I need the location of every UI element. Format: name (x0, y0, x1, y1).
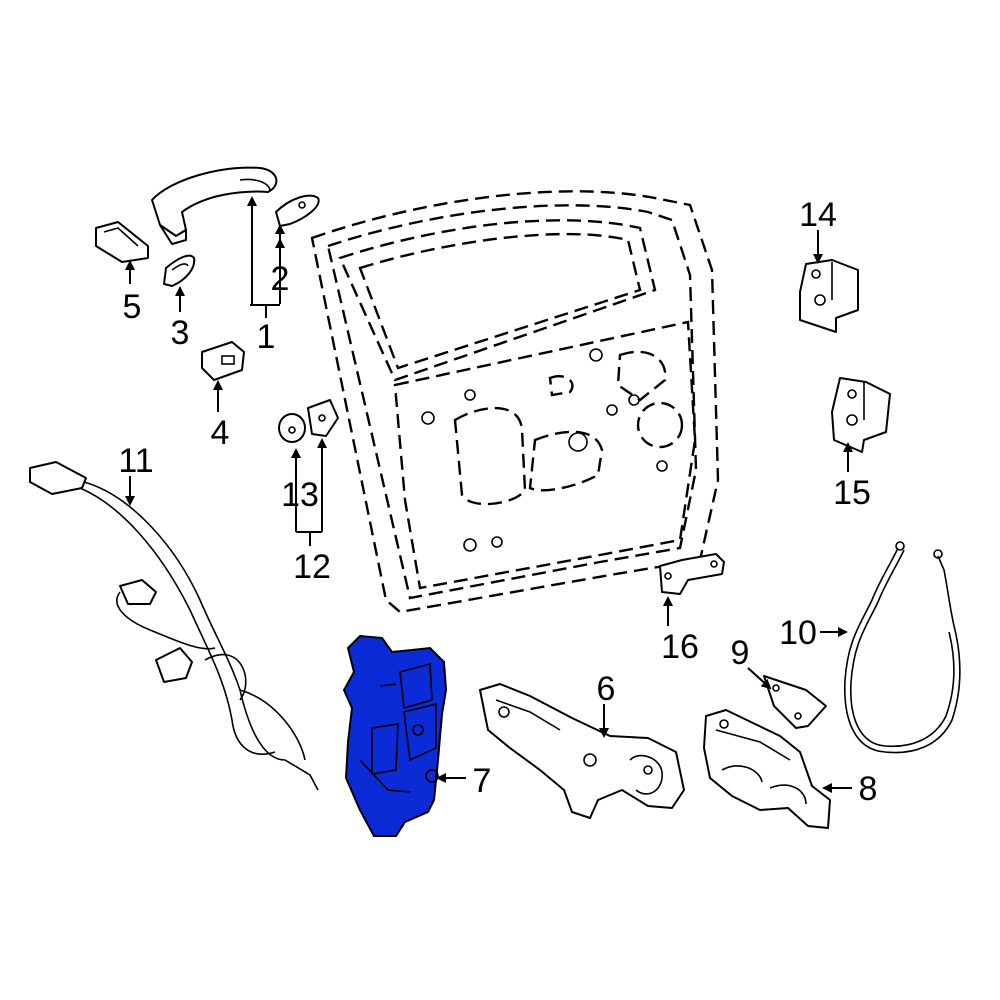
callout-7: 7 (473, 762, 492, 800)
inside-handle-part[interactable] (703, 709, 831, 829)
callout-labels: 1 2 3 4 5 6 7 8 9 10 11 12 13 14 15 16 (118, 196, 877, 808)
callout-4: 4 (211, 414, 230, 452)
callout-1: 1 (257, 318, 276, 356)
callout-14: 14 (799, 196, 837, 234)
callout-13: 13 (281, 476, 319, 514)
door-check-part[interactable] (659, 553, 725, 595)
door-shell (310, 190, 720, 614)
callout-11: 11 (118, 442, 153, 480)
callout-15: 15 (833, 474, 871, 512)
callout-12: 12 (293, 548, 331, 586)
switch-part[interactable] (201, 341, 245, 381)
callout-6: 6 (597, 670, 616, 708)
gasket-part[interactable] (163, 254, 196, 287)
bracket-part[interactable] (763, 675, 827, 729)
callout-16: 16 (661, 628, 699, 666)
lock-cylinder-part[interactable] (95, 221, 149, 263)
handle-bracket-part[interactable] (479, 683, 685, 819)
callout-3: 3 (171, 314, 190, 352)
callout-8: 8 (859, 770, 878, 808)
cable-harness-part[interactable] (29, 461, 319, 791)
handle-cap-part[interactable] (275, 194, 320, 227)
leader-lines (125, 196, 853, 793)
callout-10: 10 (779, 614, 817, 652)
callout-2: 2 (271, 260, 290, 298)
hinge-pad-part[interactable] (278, 399, 339, 443)
upper-hinge-part[interactable] (799, 259, 859, 333)
callout-5: 5 (123, 288, 142, 326)
lock-actuator-part[interactable] (342, 634, 448, 837)
release-cable-part[interactable] (844, 541, 961, 754)
lower-hinge-part[interactable] (831, 377, 891, 453)
exterior-handle-part[interactable] (151, 166, 278, 245)
callout-9: 9 (731, 634, 750, 672)
